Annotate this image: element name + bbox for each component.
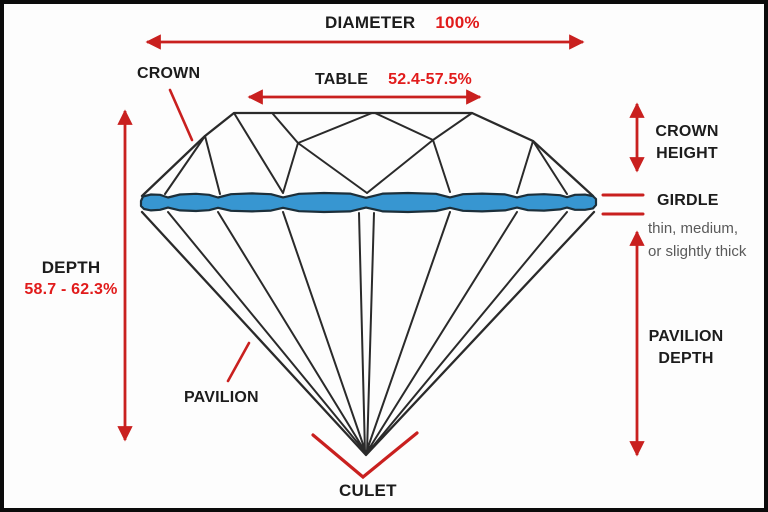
pavilion-label: PAVILION: [184, 389, 259, 406]
pavilion-facet-lines: [167, 211, 568, 454]
depth-value: 58.7 - 62.3%: [24, 281, 118, 298]
measurement-arrows: [117, 34, 645, 457]
table-value: 52.4-57.5%: [388, 71, 472, 88]
crown-pointer-line: [168, 88, 194, 142]
depth-label: DEPTH: [41, 258, 101, 277]
culet-pointer-chevron: [311, 431, 419, 480]
girdle-description-line1: thin, medium,: [648, 220, 739, 237]
pavilion-facets: [140, 210, 596, 457]
girdle-description-line2: or slightly thick: [648, 243, 747, 260]
table-label-row: TABLE 52.4-57.5%: [315, 70, 472, 89]
pavilion-depth-label-block: PAVILION DEPTH: [640, 326, 732, 370]
culet-label: CULET: [339, 481, 397, 500]
diameter-value: 100%: [435, 13, 480, 32]
crown-height-label-line1: CROWN: [655, 123, 719, 140]
pavilion-outline: [140, 210, 596, 457]
crown-label: CROWN: [137, 65, 201, 82]
girdle-equals-marks: [601, 193, 645, 216]
pavilion-pointer-line: [226, 341, 251, 383]
pavilion-depth-label-line2: DEPTH: [658, 350, 714, 367]
crown-outline: [140, 111, 595, 198]
depth-label-block: DEPTH 58.7 - 62.3%: [8, 257, 134, 301]
table-label: TABLE: [315, 71, 369, 88]
crown-height-label-line2: HEIGHT: [656, 145, 718, 162]
crown-height-label-block: CROWN HEIGHT: [641, 121, 733, 165]
diameter-label: DIAMETER: [325, 13, 416, 32]
crown-facet-lines: [164, 112, 568, 195]
crown-facets: [140, 111, 595, 198]
girdle-label: GIRDLE: [657, 192, 719, 209]
pavilion-depth-label-line1: PAVILION: [648, 328, 724, 345]
pointer-marks: [168, 88, 645, 480]
diameter-label-row: DIAMETER 100%: [325, 13, 480, 32]
girdle-description: thin, medium, or slightly thick: [648, 217, 746, 263]
girdle-band: [139, 191, 598, 214]
